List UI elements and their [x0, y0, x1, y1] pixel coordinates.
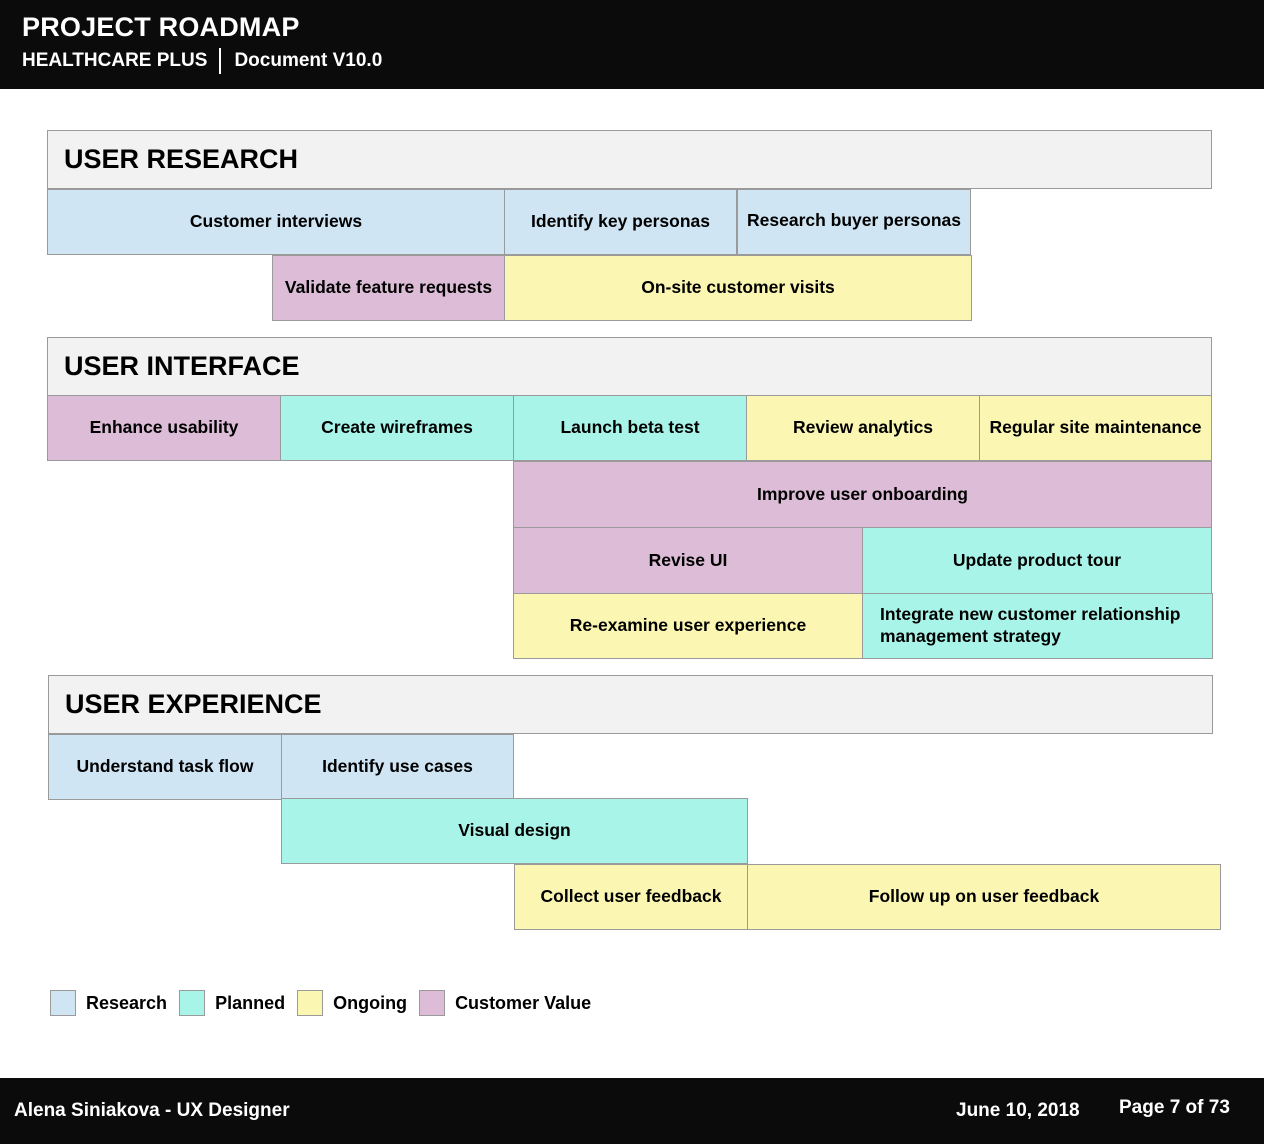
- legend-label: Planned: [215, 992, 286, 1013]
- legend-item-customer-value: Customer Value: [419, 990, 591, 1016]
- roadmap-card[interactable]: Understand task flow: [48, 734, 282, 800]
- section-header-user-research: USER RESEARCH: [47, 130, 1212, 189]
- roadmap-card[interactable]: Identify use cases: [281, 734, 514, 800]
- legend-swatch-customer-value: [419, 990, 446, 1016]
- legend-item-research: Research: [50, 990, 167, 1016]
- header-bar: PROJECT ROADMAP HEALTHCARE PLUS Document…: [0, 0, 1264, 89]
- footer-author: Alena Siniakova - UX Designer: [14, 1100, 290, 1121]
- legend-item-ongoing: Ongoing: [297, 990, 407, 1016]
- header-subtitle: HEALTHCARE PLUS Document V10.0: [22, 48, 382, 74]
- legend-swatch-ongoing: [297, 990, 324, 1016]
- section-header-user-experience: USER EXPERIENCE: [48, 675, 1213, 734]
- legend-label: Research: [86, 992, 168, 1013]
- legend-label: Customer Value: [455, 992, 592, 1013]
- client-name: HEALTHCARE PLUS: [22, 50, 208, 71]
- roadmap-card[interactable]: Improve user onboarding: [513, 461, 1212, 528]
- roadmap-card[interactable]: Enhance usability: [47, 395, 281, 461]
- roadmap-card[interactable]: Customer interviews: [47, 189, 505, 255]
- roadmap-card[interactable]: Follow up on user feedback: [747, 864, 1221, 930]
- roadmap-card[interactable]: Revise UI: [513, 527, 863, 594]
- roadmap-card[interactable]: Re-examine user experience: [513, 593, 863, 659]
- roadmap-card[interactable]: Review analytics: [746, 395, 980, 461]
- legend-item-planned: Planned: [179, 990, 285, 1016]
- roadmap-card[interactable]: Update product tour: [862, 527, 1212, 594]
- legend-label: Ongoing: [333, 992, 408, 1013]
- roadmap-card[interactable]: Regular site maintenance: [979, 395, 1212, 461]
- footer-date: June 10, 2018: [956, 1100, 1080, 1121]
- roadmap-card[interactable]: Create wireframes: [280, 395, 514, 461]
- legend: Research Planned Ongoing Customer Value: [50, 990, 603, 1016]
- roadmap-card[interactable]: Identify key personas: [504, 189, 737, 255]
- roadmap-card[interactable]: On-site customer visits: [504, 255, 972, 321]
- legend-swatch-research: [50, 990, 76, 1016]
- page-title: PROJECT ROADMAP: [22, 12, 300, 42]
- roadmap-card[interactable]: Launch beta test: [513, 395, 747, 461]
- roadmap-card[interactable]: Research buyer personas: [737, 189, 971, 255]
- footer-page-number: Page 7 of 73: [1119, 1097, 1230, 1118]
- header-divider: [219, 48, 222, 74]
- document-version: Document V10.0: [234, 50, 383, 71]
- roadmap-card[interactable]: Visual design: [281, 798, 748, 864]
- footer-bar: Alena Siniakova - UX Designer June 10, 2…: [0, 1078, 1264, 1144]
- roadmap-card[interactable]: Collect user feedback: [514, 864, 748, 930]
- roadmap-card[interactable]: Validate feature requests: [272, 255, 505, 321]
- section-header-user-interface: USER INTERFACE: [47, 337, 1212, 396]
- legend-swatch-planned: [179, 990, 206, 1016]
- roadmap-card[interactable]: Integrate new customer relationship mana…: [862, 593, 1213, 659]
